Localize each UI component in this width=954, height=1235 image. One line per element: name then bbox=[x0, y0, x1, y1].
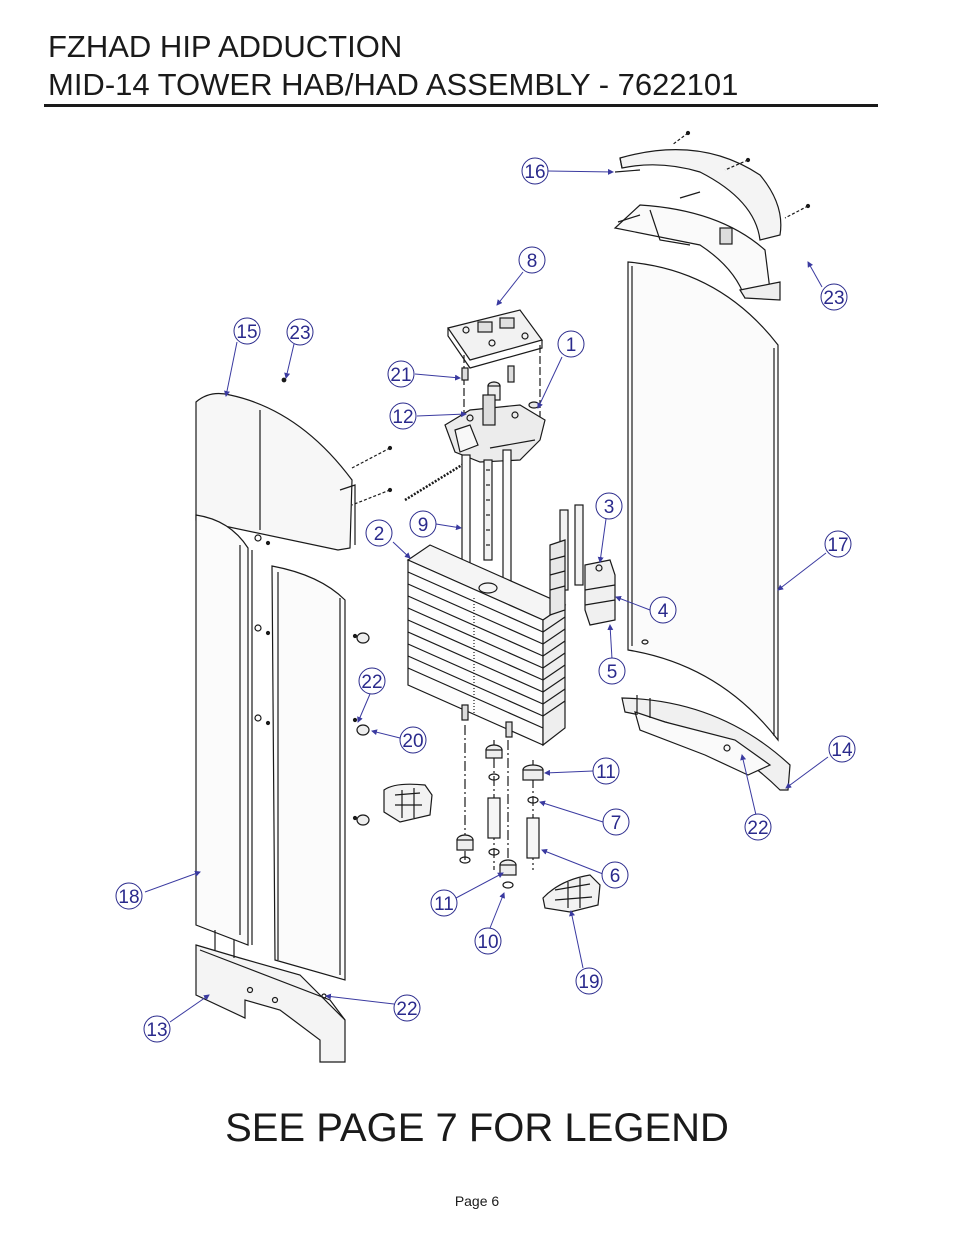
weight-stack-part bbox=[406, 544, 567, 747]
callout-1: 1 bbox=[557, 330, 585, 358]
callout-22-mid: 22 bbox=[358, 667, 386, 695]
svg-text:9: 9 bbox=[418, 515, 429, 536]
left-front-panels-part bbox=[195, 514, 346, 981]
callout-15: 15 bbox=[233, 317, 261, 345]
callout-17: 17 bbox=[824, 530, 852, 558]
callout-6: 6 bbox=[601, 861, 629, 889]
callout-16: 16 bbox=[521, 157, 549, 185]
left-bottom-trim-part bbox=[195, 930, 346, 1063]
callout-10: 10 bbox=[474, 927, 502, 955]
svg-text:11: 11 bbox=[596, 762, 616, 783]
callout-5: 5 bbox=[598, 657, 626, 685]
svg-text:22: 22 bbox=[747, 818, 768, 839]
svg-text:2: 2 bbox=[374, 524, 385, 545]
callout-22-lower: 22 bbox=[393, 994, 421, 1022]
callout-11-upper: 11 bbox=[592, 757, 620, 785]
callout-14: 14 bbox=[828, 735, 856, 763]
callout-22-right: 22 bbox=[744, 813, 772, 841]
svg-text:19: 19 bbox=[578, 972, 599, 993]
svg-text:17: 17 bbox=[827, 535, 848, 556]
callout-bubbles: 16 8 23 15 23 1 21 12 3 2 9 17 4 5 22 20… bbox=[115, 157, 856, 1043]
callout-8: 8 bbox=[518, 246, 546, 274]
callout-21: 21 bbox=[387, 360, 415, 388]
svg-text:7: 7 bbox=[611, 813, 622, 834]
callout-19: 19 bbox=[575, 967, 603, 995]
svg-text:13: 13 bbox=[146, 1020, 167, 1041]
page-number: Page 6 bbox=[454, 1193, 500, 1209]
callout-23-left: 23 bbox=[286, 318, 314, 346]
callout-4: 4 bbox=[649, 596, 677, 624]
title-underline bbox=[44, 104, 878, 107]
callout-2: 2 bbox=[365, 519, 393, 547]
parts-drawing bbox=[195, 130, 811, 1063]
svg-text:20: 20 bbox=[402, 731, 423, 752]
svg-text:11: 11 bbox=[434, 894, 454, 915]
svg-text:22: 22 bbox=[361, 672, 382, 693]
callout-9: 9 bbox=[409, 510, 437, 538]
svg-text:23: 23 bbox=[823, 288, 844, 309]
side-weight-assembly-part bbox=[549, 504, 616, 626]
callout-13: 13 bbox=[143, 1015, 171, 1043]
svg-text:3: 3 bbox=[604, 497, 615, 518]
svg-text:18: 18 bbox=[118, 887, 139, 908]
callout-3: 3 bbox=[595, 492, 623, 520]
callout-leaders bbox=[144, 168, 829, 1023]
selector-top-part bbox=[404, 394, 546, 502]
title-line-1: FZHAD HIP ADDUCTION bbox=[48, 29, 403, 64]
callout-23-right: 23 bbox=[820, 283, 848, 311]
top-shroud-right-part bbox=[613, 130, 811, 301]
foot-right-part bbox=[542, 874, 601, 913]
bumper-washers-part bbox=[352, 632, 370, 826]
callout-18: 18 bbox=[115, 882, 143, 910]
svg-text:12: 12 bbox=[392, 407, 413, 428]
title-line-2: MID-14 TOWER HAB/HAD ASSEMBLY - 7622101 bbox=[48, 67, 739, 102]
bolts-bushings-part bbox=[461, 365, 540, 409]
left-top-shroud-part bbox=[195, 377, 393, 551]
svg-text:8: 8 bbox=[527, 251, 538, 272]
svg-text:23: 23 bbox=[289, 323, 310, 344]
svg-text:15: 15 bbox=[236, 322, 257, 343]
right-bottom-trim-part bbox=[621, 695, 791, 791]
page-title: FZHAD HIP ADDUCTION MID-14 TOWER HAB/HAD… bbox=[48, 28, 738, 104]
callout-11-lower: 11 bbox=[430, 889, 458, 917]
svg-text:14: 14 bbox=[831, 740, 853, 761]
legend-note: SEE PAGE 7 FOR LEGEND bbox=[225, 1106, 729, 1150]
svg-text:4: 4 bbox=[658, 601, 669, 622]
foot-left-part bbox=[383, 783, 433, 823]
svg-text:22: 22 bbox=[396, 999, 417, 1020]
svg-text:10: 10 bbox=[477, 932, 498, 953]
svg-text:6: 6 bbox=[610, 866, 621, 887]
stack-base-hardware-part bbox=[456, 725, 544, 889]
svg-text:16: 16 bbox=[524, 162, 545, 183]
svg-text:21: 21 bbox=[390, 365, 411, 386]
top-plate-part bbox=[447, 309, 543, 440]
svg-text:5: 5 bbox=[607, 662, 618, 683]
callout-20: 20 bbox=[399, 726, 427, 754]
callout-7: 7 bbox=[602, 808, 630, 836]
callout-12: 12 bbox=[389, 402, 417, 430]
right-side-panel-part bbox=[627, 261, 779, 742]
svg-text:1: 1 bbox=[566, 335, 577, 356]
